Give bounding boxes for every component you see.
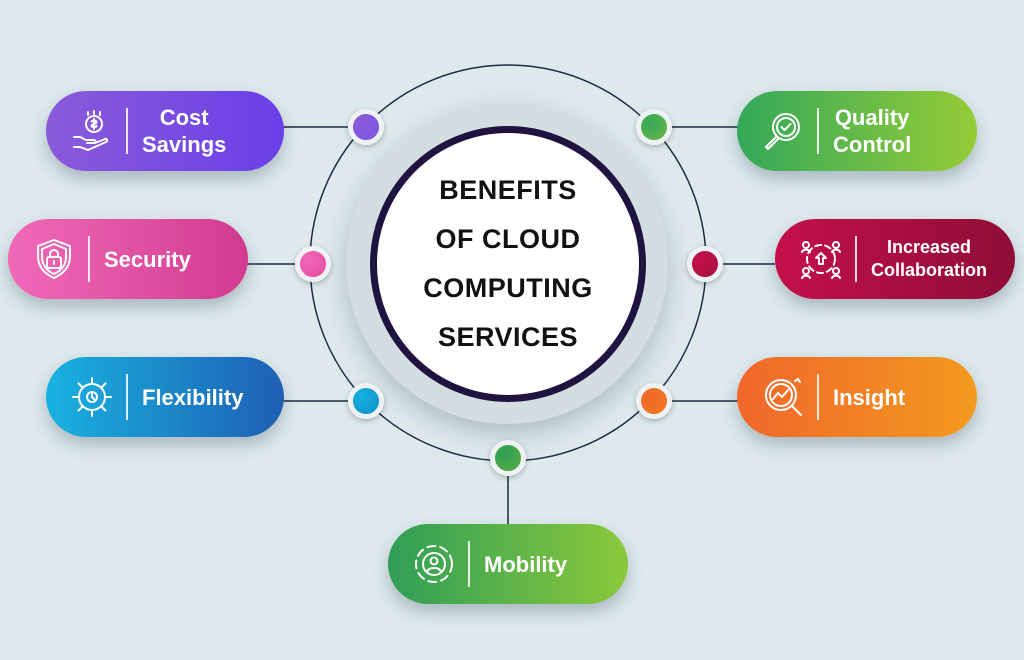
- benefit-label: Insight: [833, 384, 905, 411]
- pill-divider: [126, 108, 128, 154]
- benefit-label: Flexibility: [142, 384, 243, 411]
- pill-divider: [817, 108, 819, 154]
- connector-dot-quality-control: [636, 109, 672, 145]
- shield-lock-icon: [32, 237, 76, 281]
- benefit-label: Security: [104, 246, 191, 273]
- connector-dot-flexibility: [348, 383, 384, 419]
- center-title: BENEFITS OF CLOUD COMPUTING SERVICES: [370, 126, 646, 402]
- benefit-flexibility: Flexibility: [46, 357, 284, 437]
- person-orbit-icon: [412, 542, 456, 586]
- benefit-label-line: Insight: [833, 384, 906, 410]
- benefit-label-line: Collaboration: [871, 260, 987, 280]
- magnifier-check-icon: [761, 109, 805, 153]
- center-title-line: BENEFITS: [439, 175, 577, 205]
- pill-divider: [468, 541, 470, 587]
- benefit-label-line: Flexibility: [142, 384, 244, 410]
- connector-dot-cost-savings: [348, 109, 384, 145]
- people-network-icon: [799, 237, 843, 281]
- chart-magnifier-icon: [761, 375, 805, 419]
- benefit-label-line: Security: [104, 246, 191, 272]
- connector-dot-security: [295, 246, 331, 282]
- pill-divider: [817, 374, 819, 420]
- center-title-line: COMPUTING: [423, 273, 593, 303]
- connector-dot-insight: [636, 383, 672, 419]
- benefit-insight: Insight: [737, 357, 977, 437]
- center-title-line: SERVICES: [437, 322, 579, 352]
- pill-divider: [855, 236, 857, 282]
- dollar-hand-icon: [70, 109, 114, 153]
- benefit-label-line: Control: [833, 132, 912, 157]
- benefit-label-line: Mobility: [484, 551, 568, 577]
- benefit-label-line: Savings: [142, 132, 227, 157]
- benefit-mobility: Mobility: [388, 524, 628, 604]
- connector-dot-mobility: [490, 440, 526, 476]
- benefit-label-line: Increased: [886, 237, 972, 257]
- benefit-label: Mobility: [484, 551, 567, 578]
- center-title-line: OF CLOUD: [435, 224, 581, 254]
- benefit-label-line: Cost: [159, 105, 209, 130]
- pill-divider: [88, 236, 90, 282]
- benefit-security: Security: [8, 219, 248, 299]
- pill-divider: [126, 374, 128, 420]
- benefit-label-line: Quality: [834, 105, 910, 130]
- connector-dot-increased-collaboration: [687, 246, 723, 282]
- gear-person-icon: [70, 375, 114, 419]
